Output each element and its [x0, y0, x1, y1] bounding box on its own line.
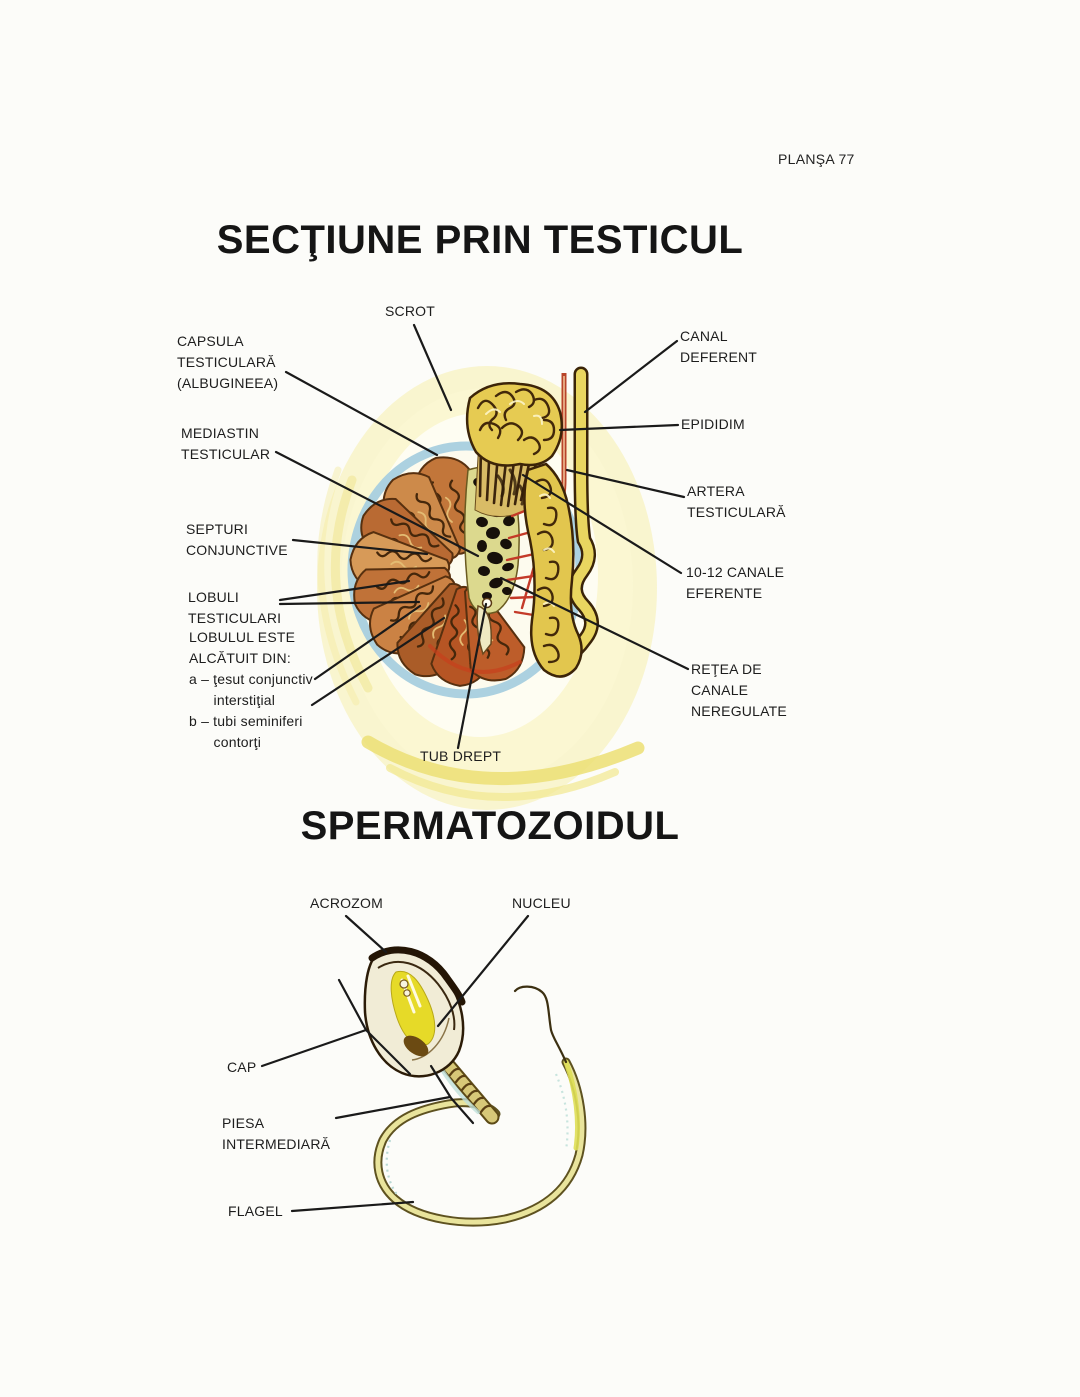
canal-deferent — [556, 366, 599, 668]
plate-number: PLANŞA 77 — [778, 151, 855, 167]
label-mediastin-testicular: MEDIASTIN TESTICULAR — [181, 425, 271, 462]
figure1-title: SECŢIUNE PRIN TESTICUL — [216, 218, 744, 262]
label-septuri-conjunctive: SEPTURI CONJUNCTIVE — [186, 521, 288, 558]
figure2-leader-lines — [260, 914, 530, 1213]
label-cap: CAP — [227, 1059, 257, 1075]
figure1-leader-lines — [274, 323, 690, 750]
figure2-title: SPERMATOZOIDUL — [300, 804, 680, 848]
testicle-illustration — [274, 323, 690, 810]
label-artera-testiculara: ARTERA TESTICULARĂ — [687, 483, 786, 520]
label-lobul-note: LOBULUL ESTE ALCĂTUIT DIN: a – ţesut con… — [189, 629, 313, 750]
label-epididim: EPIDIDIM — [681, 416, 745, 432]
epididymis — [465, 382, 583, 678]
label-piesa-intermediara: PIESA INTERMEDIARĂ — [222, 1115, 331, 1152]
sperm-head — [363, 946, 466, 1078]
label-tub-drept: TUB DREPT — [420, 748, 502, 764]
sperm-flagellum — [373, 985, 587, 1227]
label-flagel: FLAGEL — [228, 1203, 283, 1219]
sperm-midpiece — [433, 1049, 500, 1125]
label-nucleu: NUCLEU — [512, 895, 571, 911]
label-lobuli-testiculari: LOBULI TESTICULARI — [188, 589, 282, 626]
label-scrot: SCROT — [385, 303, 435, 319]
label-canale-eferente: 10-12 CANALE EFERENTE — [686, 564, 785, 601]
sperm-illustration — [260, 914, 587, 1227]
label-acrozom: ACROZOM — [310, 895, 383, 911]
label-capsula-testiculara: CAPSULA TESTICULARĂ (ALBUGINEEA) — [177, 333, 279, 391]
label-canal-deferent: CANAL DEFERENT — [680, 328, 758, 365]
label-retea-canale: REŢEA DE CANALE NEREGULATE — [691, 661, 787, 719]
acrosome-cap — [368, 946, 466, 1006]
